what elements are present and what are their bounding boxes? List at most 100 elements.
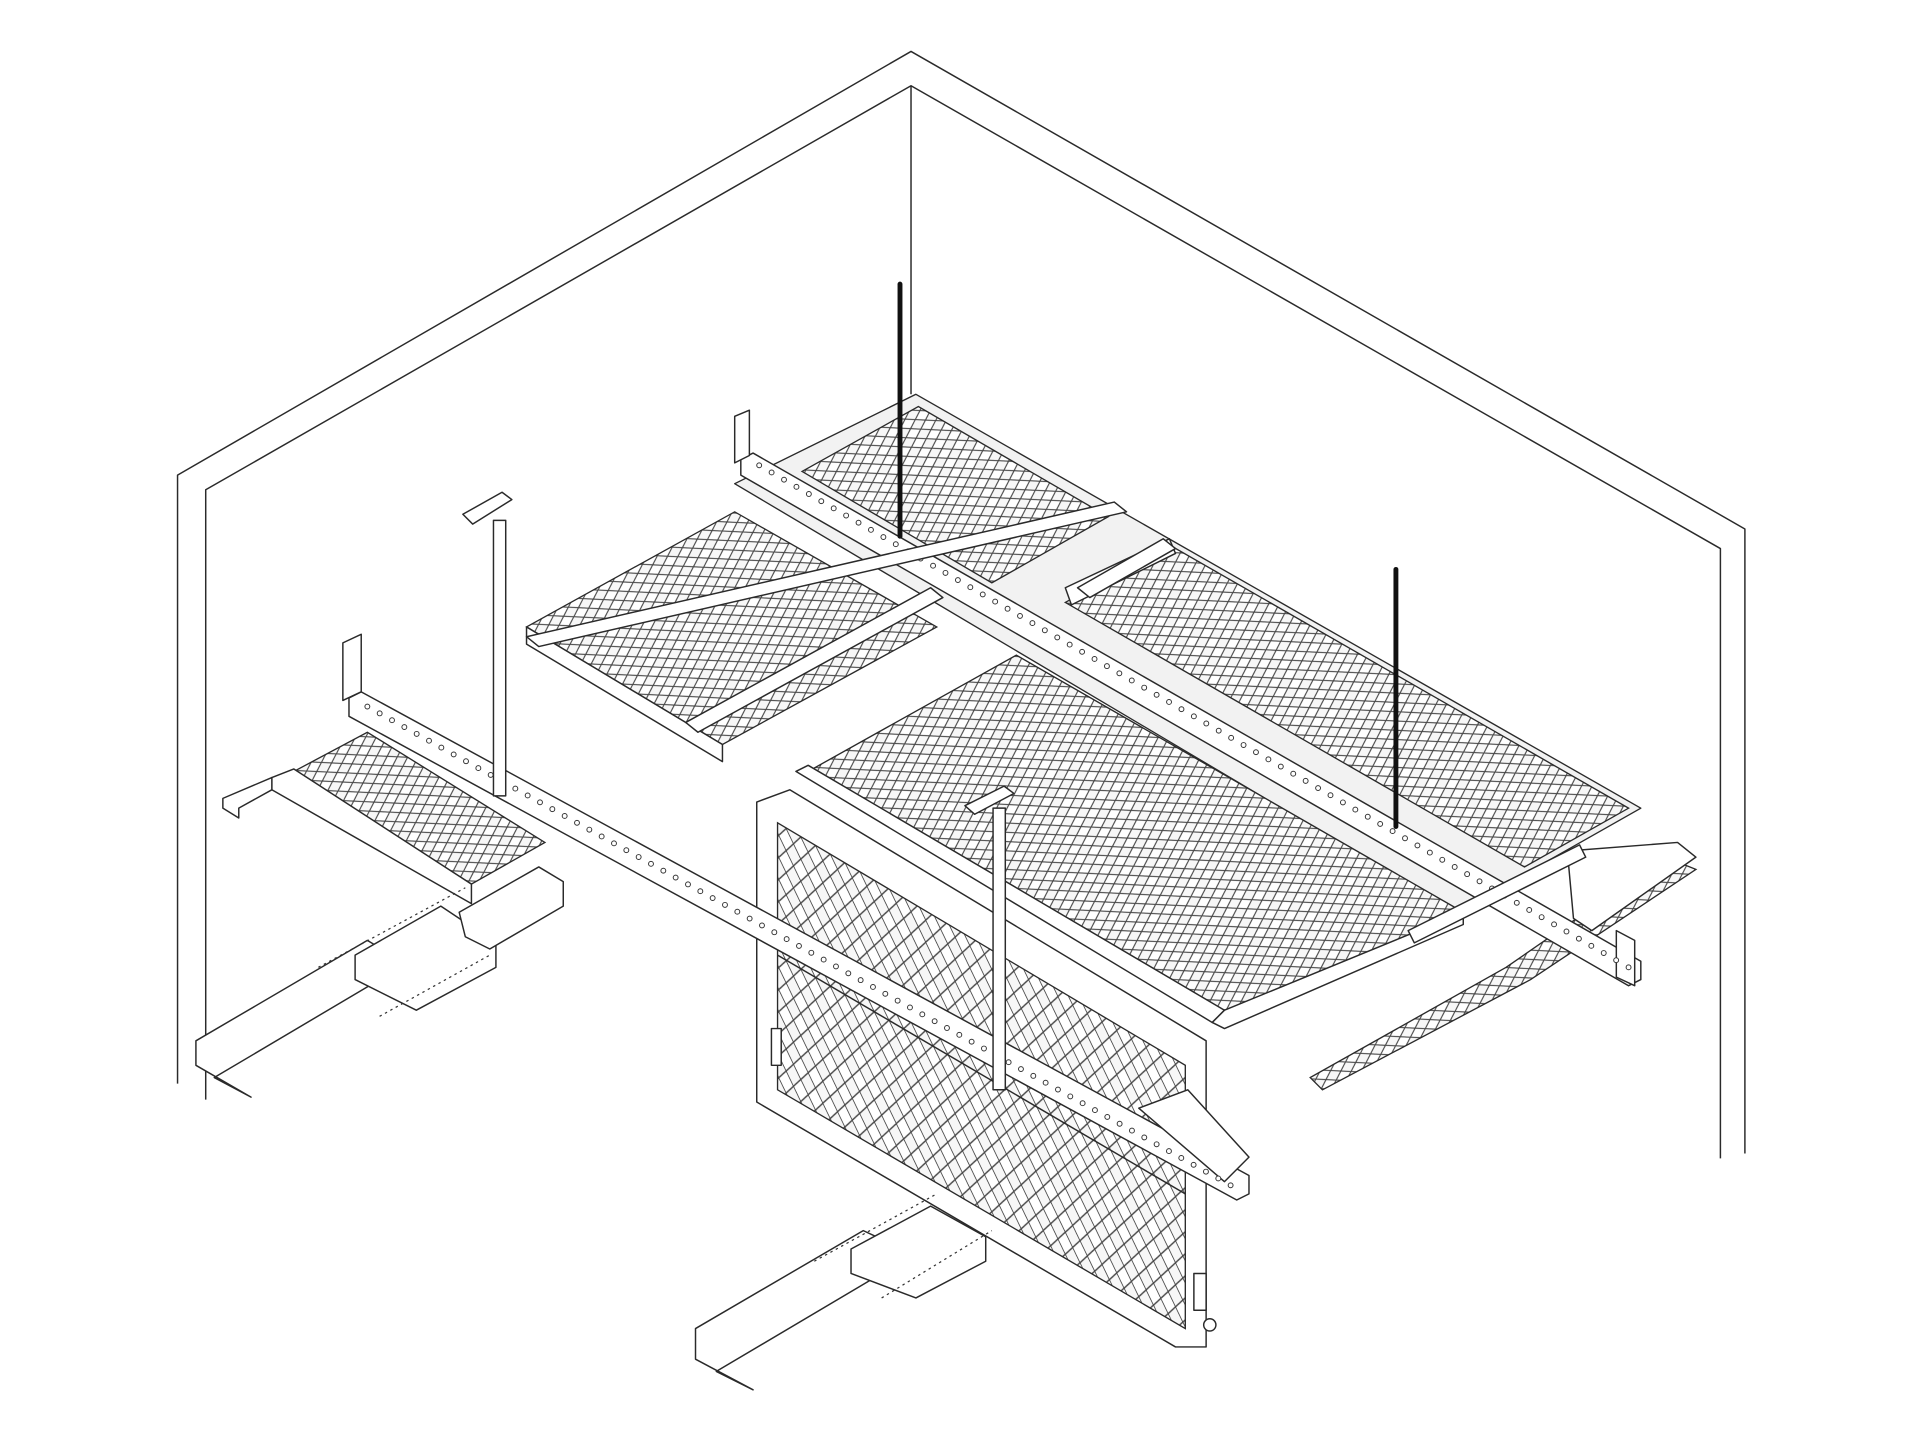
mesh-panel-vertical-door	[756, 789, 1207, 1348]
rail-hole	[1526, 907, 1533, 913]
rail-hole	[463, 758, 469, 765]
rail-hole	[967, 584, 974, 591]
rail-hole	[1389, 828, 1396, 835]
rail-hole	[1153, 691, 1160, 698]
rail-hole	[586, 826, 593, 833]
rail-hole	[820, 956, 827, 963]
rail-hole	[487, 771, 494, 778]
rail-hole	[1018, 1066, 1024, 1072]
rail-hole	[1575, 935, 1582, 942]
rail-hole	[549, 806, 556, 813]
cross-runner-center	[1076, 538, 1587, 944]
rail-hole	[1563, 928, 1570, 935]
rail-hole	[930, 562, 936, 569]
rail-hole	[648, 860, 654, 867]
rail-hole	[1402, 835, 1408, 842]
rail-hole	[805, 491, 812, 497]
rail-hole	[981, 1045, 987, 1052]
hanger-center	[964, 785, 1015, 1091]
rail-hole	[1004, 605, 1011, 612]
rail-hole	[364, 703, 371, 710]
rail-hole	[870, 984, 876, 990]
rail-hole	[1066, 641, 1073, 648]
rail-hole	[524, 792, 531, 799]
rail-hole	[389, 717, 395, 724]
rail-hole	[672, 874, 679, 881]
rail-hole	[1364, 813, 1371, 820]
rail-hole	[1265, 756, 1272, 763]
rail-hole	[944, 1025, 950, 1031]
rail-hole	[845, 970, 852, 977]
rail-hole	[1041, 627, 1048, 634]
rail-hole	[376, 710, 383, 717]
rail-hole	[968, 1038, 975, 1045]
rail-hole	[919, 1011, 926, 1018]
rail-hole	[931, 1018, 938, 1025]
rail-hole	[1116, 670, 1123, 677]
rail-hole	[709, 895, 716, 901]
rail-hole	[660, 867, 667, 874]
rail-hole	[1178, 1155, 1185, 1161]
rail-hole	[623, 847, 630, 854]
rail-hole	[512, 785, 519, 792]
rail-hole	[1538, 914, 1545, 921]
rail-hole	[561, 813, 568, 819]
rail-hole	[1055, 1086, 1061, 1093]
rail-hole	[1166, 699, 1172, 705]
rail-hole	[1178, 706, 1185, 713]
rail-hole	[781, 476, 787, 483]
rail-hole	[697, 888, 704, 895]
rail-hole	[892, 541, 899, 548]
rail-hole	[722, 901, 728, 908]
room-walls	[176, 50, 1746, 1159]
rail-hole	[759, 922, 765, 929]
rail-hole	[1029, 620, 1036, 627]
rail-hole	[475, 765, 482, 772]
rail-hole	[880, 534, 887, 540]
rail-hole	[1377, 820, 1384, 827]
rail-hole	[1625, 964, 1632, 971]
rail-hole	[1253, 749, 1259, 756]
rail-hole	[818, 498, 825, 505]
rail-hole	[1190, 1161, 1197, 1168]
rail-hole	[1190, 713, 1197, 720]
rail-hole	[882, 990, 889, 997]
mesh-panel-right-lower	[1309, 841, 1698, 1091]
rail-hole	[1203, 1168, 1209, 1175]
mesh-panel-left-lower	[222, 731, 547, 905]
rail-hole	[1116, 1120, 1123, 1127]
rail-hole	[1451, 864, 1458, 870]
rail-hole	[1104, 663, 1110, 670]
rail-hole	[1067, 1093, 1074, 1100]
rail-hole	[1129, 1127, 1135, 1134]
rail-hole	[1054, 634, 1061, 641]
rail-hole	[438, 744, 445, 751]
rail-hole	[746, 915, 753, 922]
rail-hole	[1017, 612, 1023, 619]
rail-hole	[857, 977, 864, 984]
rail-hole	[1302, 777, 1309, 784]
rail-hole	[1141, 684, 1148, 691]
rail-hole	[734, 908, 741, 915]
rail-hole	[1166, 1148, 1172, 1155]
rail-hole	[426, 737, 432, 744]
rail-hole	[833, 963, 839, 970]
rail-hole	[1290, 770, 1297, 777]
rail-hole	[537, 799, 543, 806]
rail-hole	[1005, 1059, 1012, 1066]
rail-hole	[1141, 1134, 1148, 1141]
rail-hole	[1215, 727, 1222, 734]
rail-hole	[598, 833, 605, 840]
rail-hole	[1228, 734, 1235, 741]
rail-hole	[956, 1031, 963, 1038]
rail-hole	[843, 512, 850, 519]
cross-runner-left	[525, 501, 1128, 733]
rail-hole	[1513, 899, 1520, 906]
rail-hole	[855, 519, 862, 526]
rail-hole	[783, 936, 790, 943]
cable-tray-front	[694, 1193, 993, 1391]
rail-hole	[1464, 871, 1471, 878]
rail-hole	[756, 462, 763, 469]
rail-hole	[830, 505, 837, 512]
cable-tray-left	[195, 866, 564, 1098]
